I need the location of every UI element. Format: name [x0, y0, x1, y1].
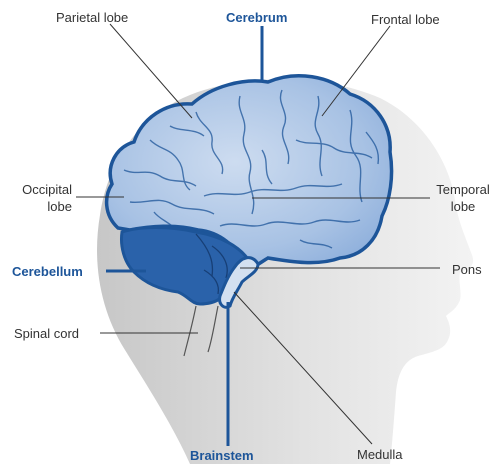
- label-temporal-line2: lobe: [432, 198, 494, 215]
- label-spinal-cord: Spinal cord: [14, 325, 79, 342]
- label-occipital-line2: lobe: [6, 198, 72, 215]
- label-occipital-lobe: Occipital lobe: [6, 181, 72, 215]
- label-cerebellum: Cerebellum: [12, 263, 83, 280]
- label-temporal-line1: Temporal: [432, 181, 494, 198]
- label-frontal-lobe: Frontal lobe: [371, 11, 440, 28]
- label-temporal-lobe: Temporal lobe: [432, 181, 494, 215]
- label-parietal-lobe: Parietal lobe: [56, 9, 128, 26]
- label-medulla: Medulla: [357, 446, 403, 463]
- label-occipital-line1: Occipital: [6, 181, 72, 198]
- label-cerebrum: Cerebrum: [226, 9, 287, 26]
- label-pons: Pons: [452, 261, 482, 278]
- label-brainstem: Brainstem: [190, 447, 254, 464]
